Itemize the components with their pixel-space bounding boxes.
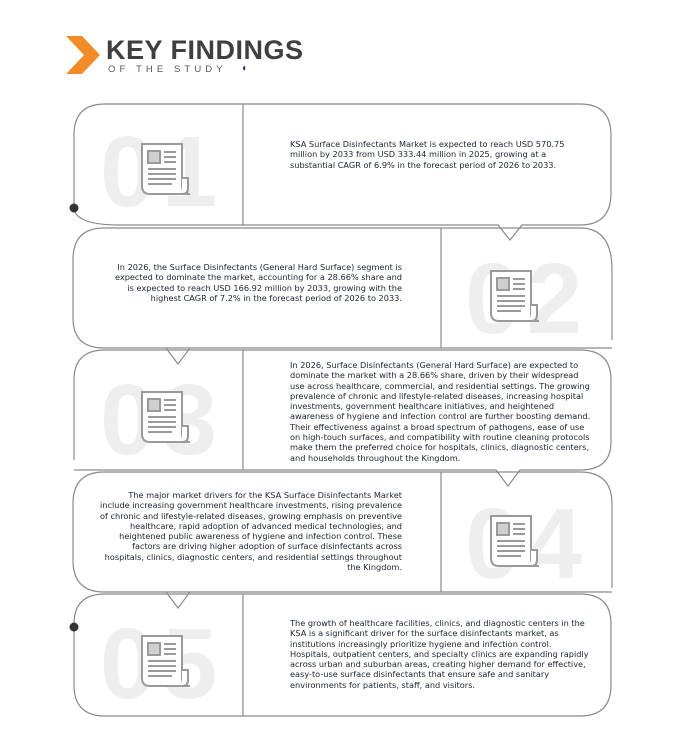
document-icon (490, 270, 540, 322)
document-icon (141, 391, 191, 443)
document-icon (141, 143, 191, 195)
header-subtitle: OF THE STUDY (108, 64, 227, 75)
key-findings-header: KEY FINDINGS OF THE STUDY ◖ (66, 34, 326, 80)
document-icon (141, 635, 191, 687)
finding-text-01: KSA Surface Disinfectants Market is expe… (290, 139, 565, 170)
finding-text-04: The major market drivers for the KSA Sur… (100, 490, 402, 573)
finding-text-05: The growth of healthcare facilities, cli… (290, 618, 589, 690)
document-icon (490, 515, 540, 567)
crescent-icon: ◖ (241, 63, 248, 74)
chevron-right-icon (66, 36, 100, 74)
finding-text-03: In 2026, Surface Disinfectants (General … (290, 360, 591, 463)
finding-text-02: In 2026, the Surface Disinfectants (Gene… (114, 262, 402, 303)
header-title: KEY FINDINGS (106, 35, 304, 65)
